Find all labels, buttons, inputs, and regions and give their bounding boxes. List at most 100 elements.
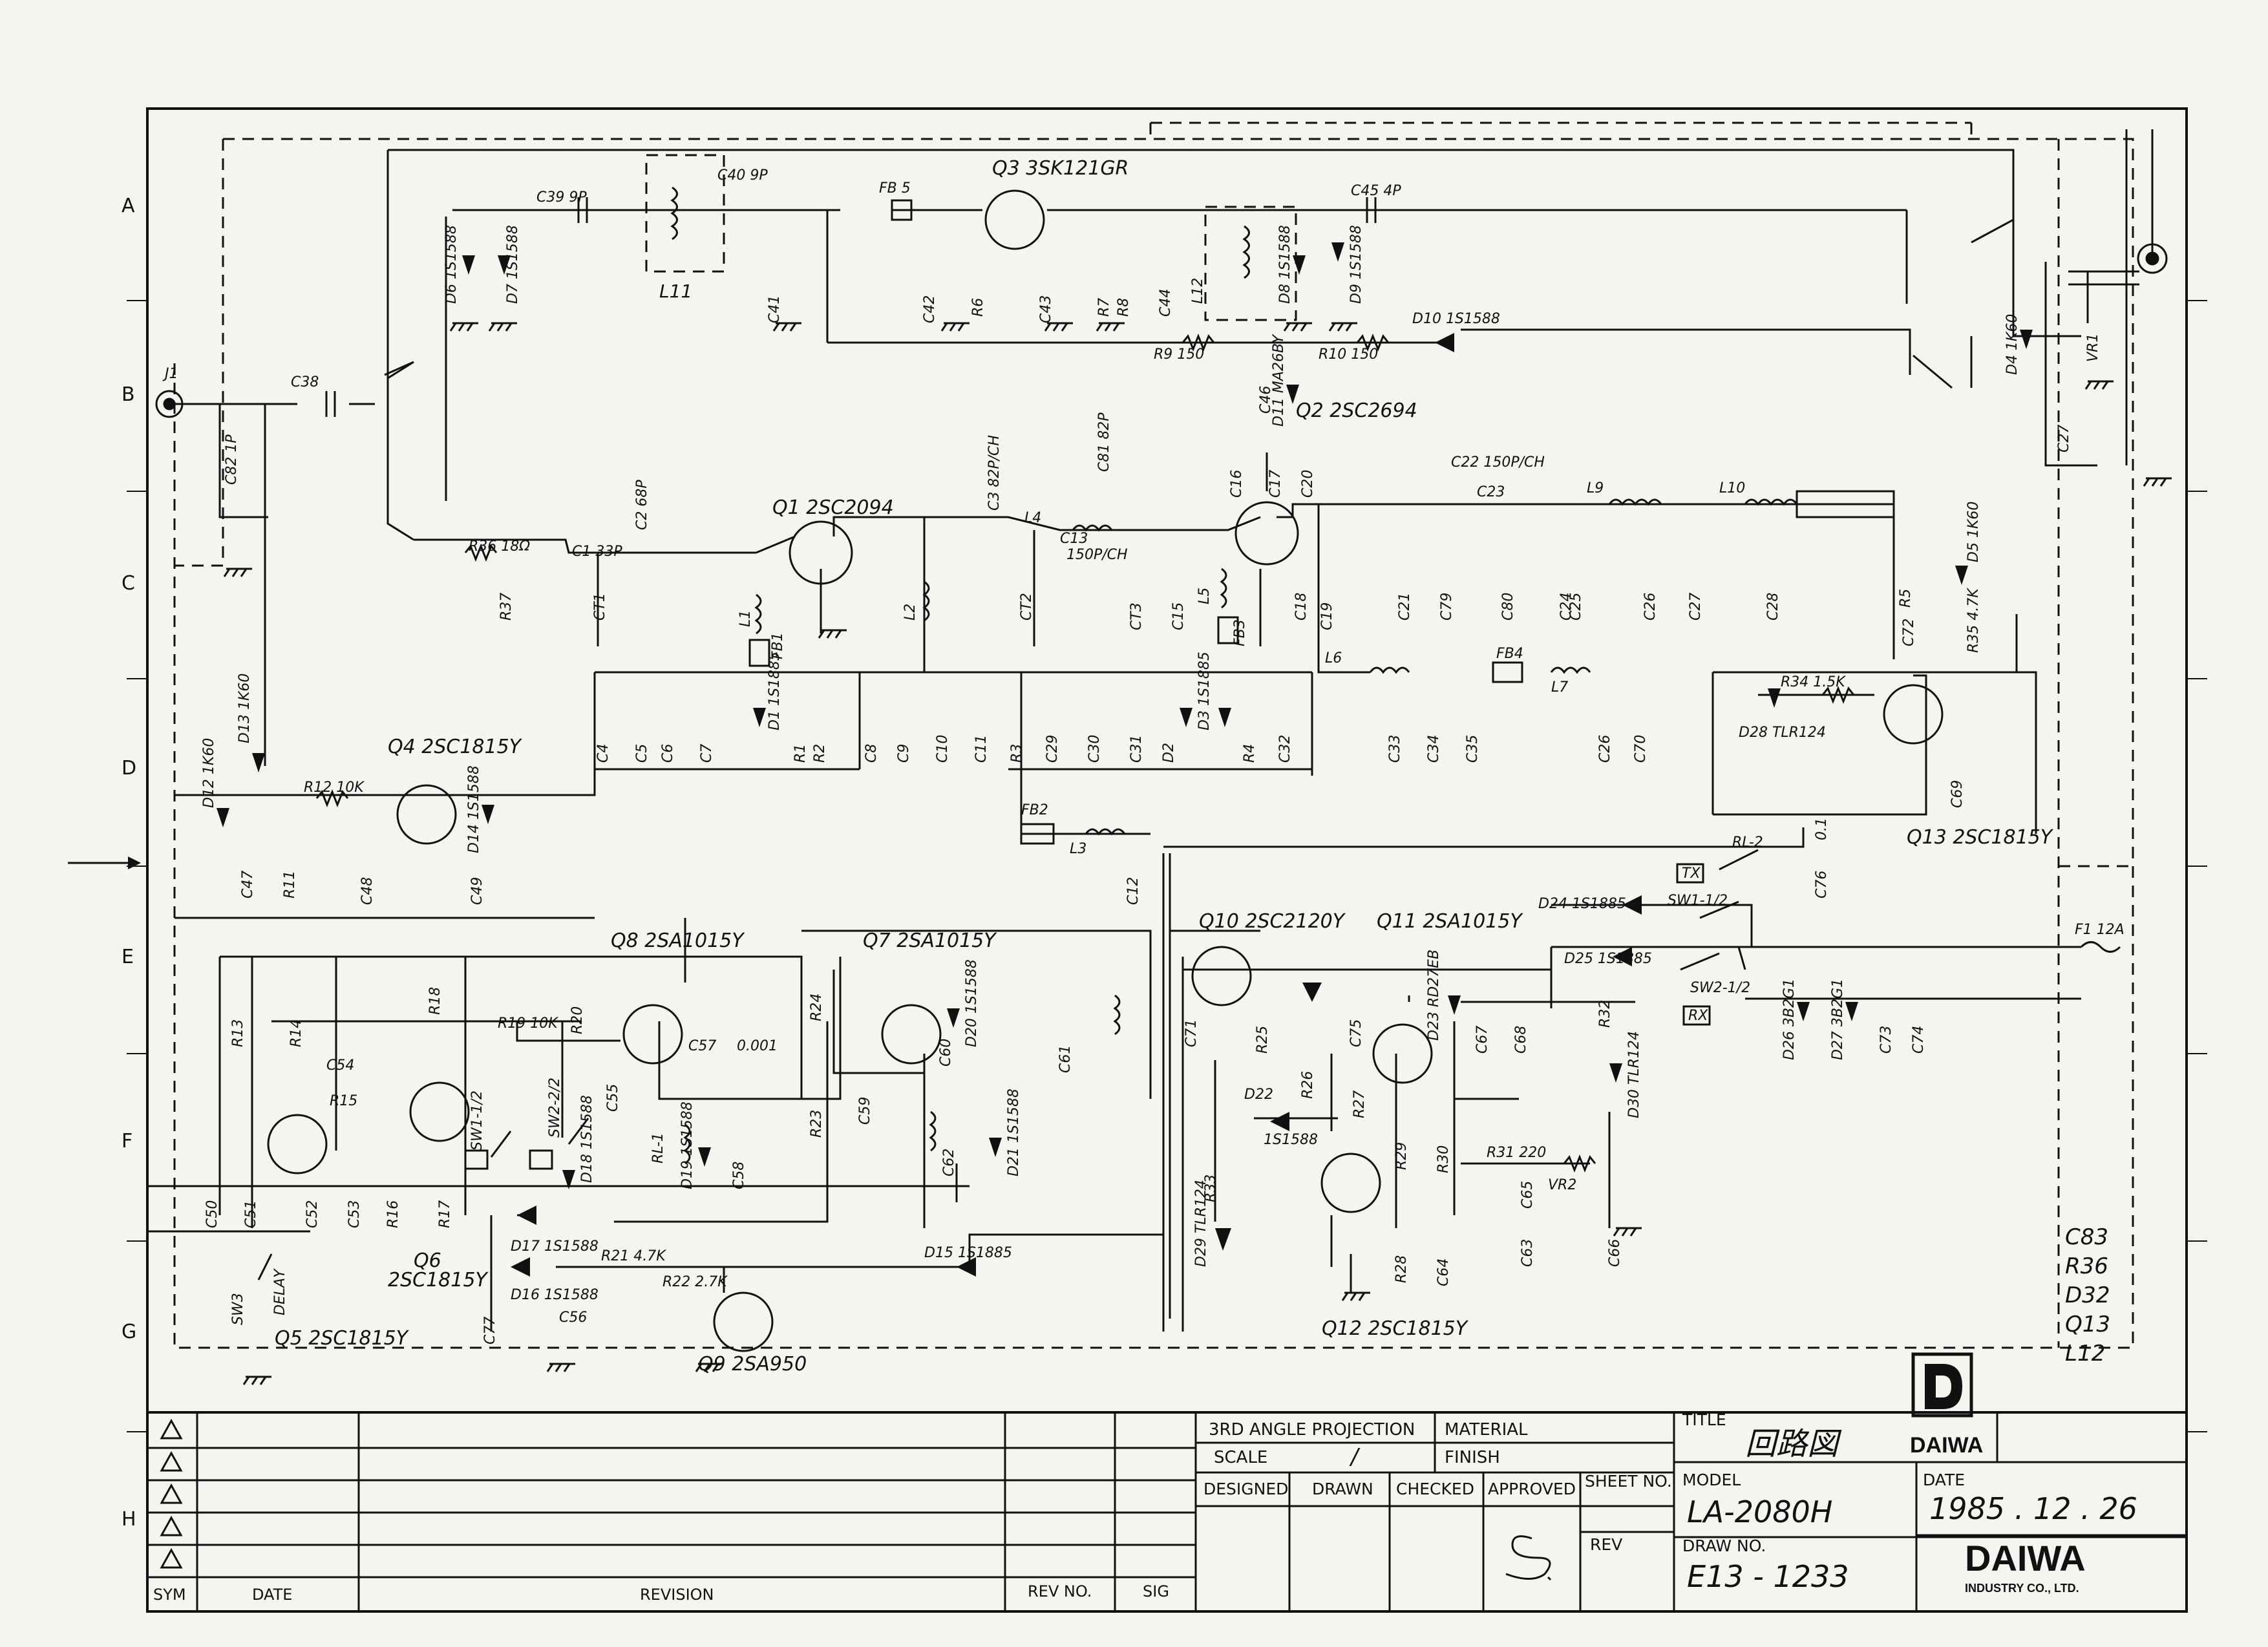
c20-label: C20 bbox=[1300, 470, 1316, 498]
c13-val: 150P/CH bbox=[1066, 547, 1128, 563]
r18-label: R18 bbox=[427, 987, 443, 1015]
c26-label: C26 bbox=[1642, 593, 1659, 621]
c28-label: C28 bbox=[1765, 593, 1781, 621]
diode-symbols bbox=[217, 242, 2033, 1277]
r19-label: R19 10K bbox=[498, 1015, 558, 1032]
company-name-block: DAIWA INDUSTRY CO., LTD. bbox=[1965, 1538, 2086, 1595]
c39-label: C39 9P bbox=[536, 189, 587, 206]
q1-icon bbox=[789, 520, 853, 585]
c59-label: C59 bbox=[857, 1097, 873, 1125]
ground-symbols bbox=[223, 322, 2172, 1385]
c80-label: C80 bbox=[1500, 593, 1516, 621]
rl1-label: RL-1 bbox=[650, 1132, 666, 1164]
revision-note: D32 bbox=[2065, 1282, 2110, 1308]
c74-label: C74 bbox=[1911, 1026, 1927, 1054]
c5-label: C5 bbox=[634, 744, 650, 763]
component-labels: J1 C39 9P C40 9P FB 5 C45 4P L11 L12 C41… bbox=[162, 167, 2125, 1344]
c9-label: C9 bbox=[896, 744, 912, 763]
drawn-label: DRAWN bbox=[1312, 1480, 1373, 1498]
c41-label: C41 bbox=[767, 295, 783, 323]
c67-label: C67 bbox=[1474, 1026, 1490, 1054]
revision-header: REVISION bbox=[640, 1586, 714, 1604]
c23-label: C23 bbox=[1477, 484, 1505, 500]
delay-label: DELAY bbox=[272, 1268, 288, 1315]
d4-label: D4 1K60 bbox=[2004, 314, 2020, 375]
r2-label: R2 bbox=[812, 744, 828, 763]
company-sub: INDUSTRY CO., LTD. bbox=[1965, 1582, 2079, 1595]
r24-label: R24 bbox=[809, 994, 825, 1021]
r20-label: R20 bbox=[569, 1006, 586, 1034]
q10-label: Q10 2SC2120Y bbox=[1199, 910, 1346, 933]
q7-label: Q7 2SA1015Y bbox=[863, 930, 997, 952]
grid-row-a: A bbox=[122, 195, 135, 217]
r29-label: R29 bbox=[1394, 1142, 1410, 1170]
r36-label: R36 18Ω bbox=[469, 538, 530, 555]
c64-label: C64 bbox=[1436, 1259, 1452, 1286]
grid-row-labels: A B C D E F G H bbox=[122, 195, 136, 1531]
l10-label: L10 bbox=[1719, 480, 1745, 496]
d15-label: D15 1S1885 bbox=[924, 1245, 1012, 1261]
q3-icon bbox=[984, 189, 1045, 250]
l1-label: L1 bbox=[737, 610, 754, 627]
c53-label: C53 bbox=[346, 1200, 363, 1228]
revision-notes: C83 R36 D32 Q13 L12 bbox=[2065, 1224, 2110, 1366]
revision-note: Q13 bbox=[2065, 1312, 2110, 1337]
c24-label: C24 bbox=[1558, 593, 1574, 621]
c79-label: C79 bbox=[1439, 593, 1455, 621]
q4-icon bbox=[396, 784, 457, 845]
c16-label: C16 bbox=[1229, 470, 1245, 498]
grid-row-g: G bbox=[122, 1321, 136, 1343]
c25-label: C25 bbox=[1568, 593, 1584, 621]
c58-label: C58 bbox=[731, 1162, 747, 1189]
projection-label: 3RD ANGLE PROJECTION bbox=[1209, 1420, 1415, 1440]
fb2-label: FB2 bbox=[1021, 802, 1048, 818]
c12-label: C12 bbox=[1125, 877, 1141, 905]
c47-label: C47 bbox=[240, 871, 256, 898]
c76-val: 0.1 bbox=[1814, 818, 1830, 840]
daiwa-logo: DAIWA bbox=[1910, 1352, 1983, 1458]
ct2-label: CT2 bbox=[1019, 593, 1035, 621]
title-label: TITLE bbox=[1682, 1410, 1726, 1429]
d30-label: D30 TLR124 bbox=[1626, 1031, 1642, 1118]
q2-icon bbox=[1235, 501, 1299, 566]
r16-label: R16 bbox=[385, 1200, 401, 1228]
q4-label: Q4 2SC1815Y bbox=[388, 736, 523, 758]
r13-label: R13 bbox=[230, 1019, 246, 1047]
date-header: DATE bbox=[252, 1586, 292, 1604]
c45-label: C45 4P bbox=[1351, 183, 1401, 199]
c27-label: C27 bbox=[1688, 593, 1704, 621]
title-block-text: SYM DATE REVISION REV NO. SIG 3RD ANGLE … bbox=[153, 1410, 2137, 1604]
c7-label: C7 bbox=[699, 744, 715, 763]
d18-label: D18 1S1588 bbox=[579, 1095, 595, 1183]
fb1-label: FB1 bbox=[770, 632, 786, 659]
ct3-label: CT3 bbox=[1129, 602, 1145, 630]
wiring bbox=[149, 129, 2154, 1332]
d8-label: D8 1S1588 bbox=[1277, 225, 1293, 304]
c38-label: C38 bbox=[291, 374, 319, 390]
c36b-label: C26 bbox=[1597, 735, 1613, 763]
l11-label: L11 bbox=[659, 281, 692, 302]
c70-label: C70 bbox=[1633, 735, 1649, 763]
fb3-label: FB3 bbox=[1232, 619, 1248, 646]
input-arrow-icon bbox=[68, 856, 141, 869]
c82-label: C82 1P bbox=[224, 434, 240, 485]
c81-label: C81 82P bbox=[1096, 412, 1112, 472]
r15-label: R15 bbox=[330, 1093, 357, 1109]
c51-label: C51 bbox=[243, 1200, 259, 1228]
l3-label: L3 bbox=[1070, 841, 1086, 857]
grid-row-d: D bbox=[122, 757, 136, 780]
vr2-label: VR2 bbox=[1548, 1177, 1576, 1193]
c66-label: C66 bbox=[1607, 1239, 1623, 1267]
q6-part: 2SC1815Y bbox=[388, 1269, 489, 1291]
sw2-1-label: SW2-2/2 bbox=[547, 1078, 563, 1138]
transistor-labels: Q3 3SK121GR Q2 2SC2694 Q1 2SC2094 Q4 2SC… bbox=[275, 157, 2054, 1376]
c30-label: C30 bbox=[1086, 735, 1103, 763]
c43-label: C43 bbox=[1038, 295, 1054, 323]
q8-icon bbox=[622, 1004, 683, 1065]
sw3-label: SW3 bbox=[230, 1293, 246, 1325]
c32-label: C32 bbox=[1277, 735, 1293, 763]
c18-label: C18 bbox=[1293, 593, 1309, 621]
r35-label: R35 4.7K bbox=[1966, 588, 1982, 653]
c44-label: C44 bbox=[1158, 289, 1174, 317]
